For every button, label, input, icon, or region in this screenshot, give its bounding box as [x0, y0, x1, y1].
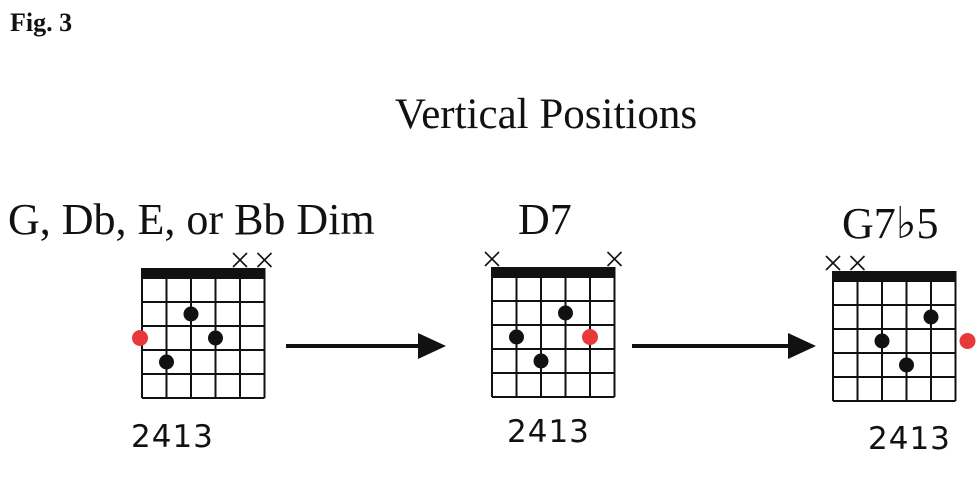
nut — [832, 271, 957, 282]
muted-string-x — [484, 251, 500, 267]
finger-dot — [874, 333, 890, 349]
finger-dot — [923, 309, 939, 325]
nut — [491, 267, 616, 278]
chord-name-d7: D7 — [518, 195, 572, 244]
finger-dot — [183, 306, 199, 322]
arrow-2-head — [788, 333, 816, 359]
arrow-1-head — [418, 333, 446, 359]
figure-label: Fig. 3 — [10, 8, 73, 37]
muted-string-x — [232, 252, 248, 268]
muted-string-x — [825, 255, 841, 271]
nut — [141, 268, 266, 279]
finger-dot — [533, 353, 549, 369]
root-note-dot — [959, 333, 976, 349]
finger-dot — [159, 354, 174, 370]
chord-grid-0 — [132, 252, 273, 399]
fingering-dim: 2413 — [131, 419, 214, 455]
finger-dot — [558, 305, 573, 321]
muted-string-x — [256, 252, 273, 268]
root-note-dot — [582, 329, 598, 345]
chord-grid-2 — [825, 255, 976, 402]
finger-dot — [899, 357, 914, 373]
root-note-dot — [132, 330, 148, 346]
chord-name-g7b5: G7♭5 — [842, 199, 939, 248]
muted-string-x — [849, 255, 866, 271]
chord-name-dim: G, Db, E, or Bb Dim — [8, 195, 375, 244]
finger-dot — [509, 329, 524, 345]
muted-string-x — [606, 251, 623, 267]
finger-dot — [208, 330, 223, 346]
fingering-g7b5: 2413 — [868, 421, 951, 457]
fingering-d7: 2413 — [507, 414, 590, 450]
chord-grid-1 — [484, 251, 623, 398]
diagram-title: Vertical Positions — [394, 91, 698, 138]
